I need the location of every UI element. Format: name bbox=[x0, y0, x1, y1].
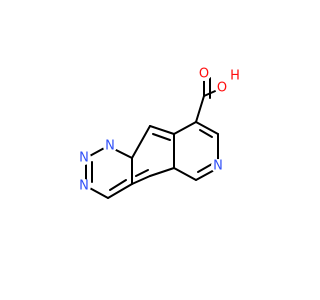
label-bg bbox=[77, 151, 91, 165]
bond bbox=[131, 175, 151, 185]
molecule-diagram: N N N N O O H bbox=[77, 66, 240, 199]
bond bbox=[131, 125, 151, 159]
label-bg bbox=[215, 81, 229, 95]
bond bbox=[173, 167, 197, 181]
label-bg bbox=[211, 159, 225, 173]
oxygen-label: O bbox=[199, 67, 209, 82]
bond bbox=[152, 133, 171, 141]
label-bg bbox=[197, 67, 211, 81]
label-bg bbox=[77, 179, 91, 193]
bond bbox=[149, 167, 175, 177]
bond bbox=[199, 129, 213, 138]
bond bbox=[195, 95, 205, 123]
label-bg bbox=[103, 139, 117, 153]
nitrogen-label: N bbox=[213, 159, 223, 174]
hydrogen-label: H bbox=[230, 69, 240, 84]
bond bbox=[135, 169, 149, 177]
nitrogen-label: N bbox=[79, 151, 89, 166]
bond bbox=[149, 125, 175, 135]
oxygen-label: O bbox=[217, 81, 227, 96]
bonds-group bbox=[85, 73, 223, 199]
nitrogen-label: N bbox=[79, 179, 89, 194]
bond bbox=[197, 163, 213, 173]
bond bbox=[173, 121, 197, 135]
nitrogen-label: N bbox=[105, 139, 115, 154]
bond bbox=[109, 179, 127, 191]
bond bbox=[195, 121, 219, 135]
atoms-group: N N N N O O H bbox=[77, 67, 240, 194]
bond bbox=[107, 183, 133, 199]
